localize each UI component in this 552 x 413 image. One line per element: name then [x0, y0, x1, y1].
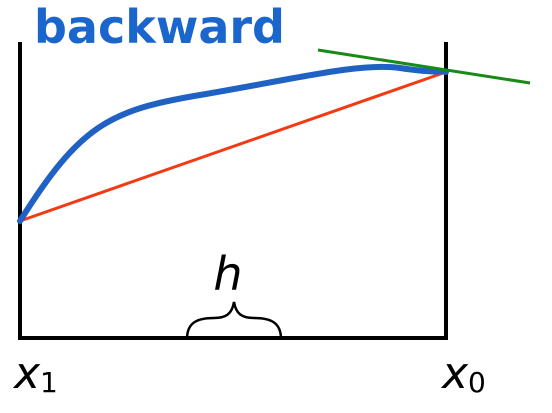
- tangent-line: [317, 48, 531, 85]
- function-curve: [17, 63, 449, 224]
- h-brace: [185, 301, 283, 340]
- x1-subscript: 1: [40, 366, 58, 399]
- x1-label: x1: [12, 348, 58, 399]
- secant-line: [19, 70, 447, 223]
- x0-label: x0: [440, 348, 486, 399]
- diagram-title: backward: [34, 0, 285, 54]
- x0-base: x: [440, 348, 469, 399]
- h-label: h: [213, 247, 242, 301]
- x0-subscript: 0: [468, 366, 486, 399]
- x1-base: x: [12, 348, 41, 399]
